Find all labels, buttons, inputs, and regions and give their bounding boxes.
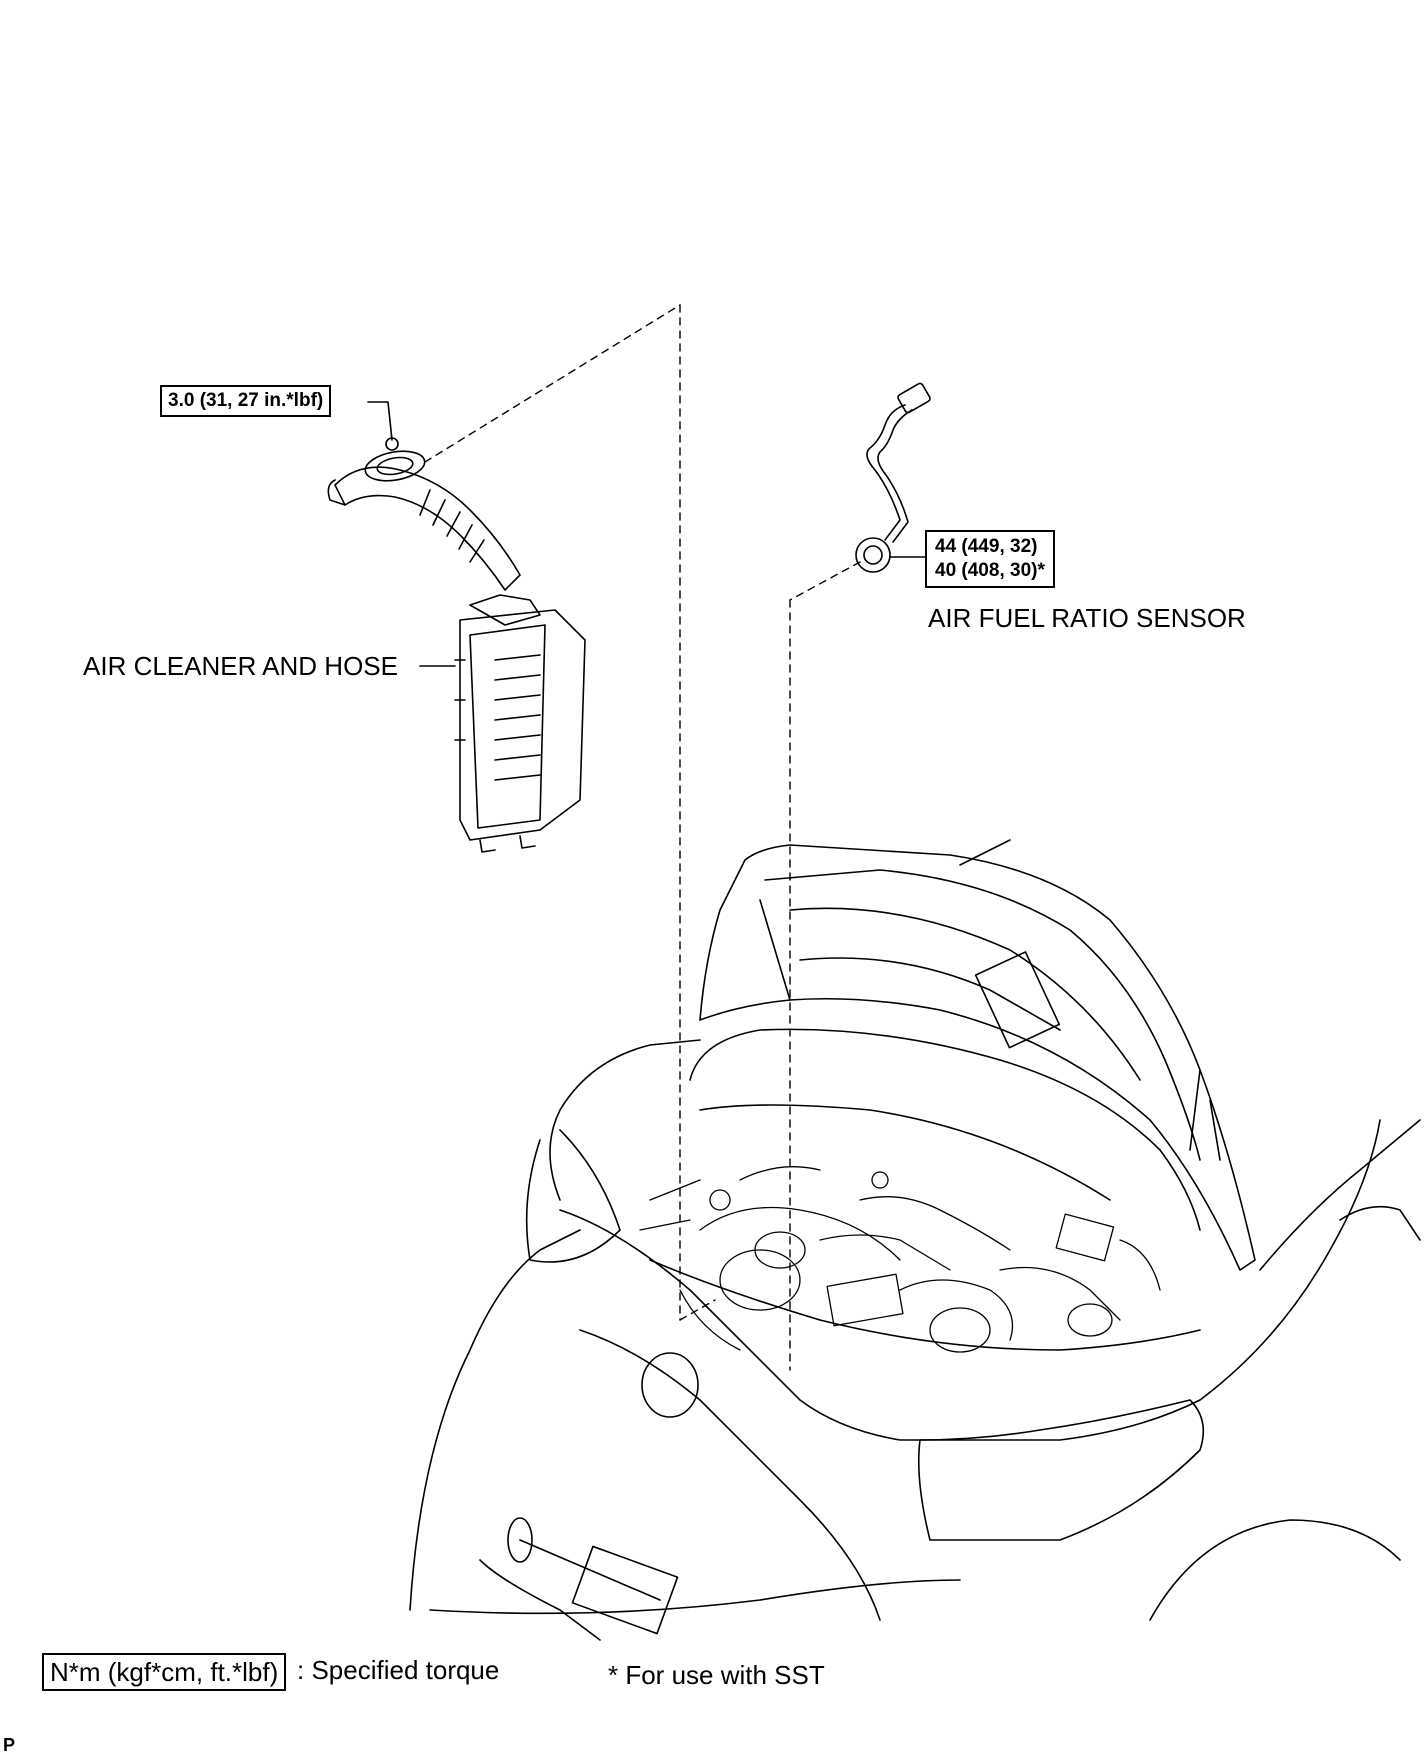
hood-label-plate (974, 951, 1061, 1049)
cowl-seal (699, 1104, 1111, 1201)
air-cleaner-inlet (469, 594, 541, 626)
right-body-line (1259, 1119, 1421, 1271)
sensor-torque-value-1: 44 (449, 32) (935, 536, 1038, 557)
hood-outline (699, 844, 1256, 1271)
leader-hose-torque (367, 401, 393, 441)
air-cleaner-lid (469, 624, 546, 829)
cowl-panel (689, 1028, 1201, 1231)
vehicle-illustration (409, 839, 1421, 1641)
air-cleaner-box (459, 609, 586, 841)
hood-prop-rod (1189, 1069, 1221, 1161)
torque-unit-text: N*m (kgf*cm, ft.*lbf) (50, 1657, 279, 1687)
hose-ribs (419, 489, 485, 563)
fog-lamp-left (507, 1517, 533, 1563)
sensor-connector (897, 382, 931, 414)
left-fog-lamp (641, 1352, 699, 1418)
right-wheel-arch (1149, 1519, 1401, 1621)
body-left-side (409, 1229, 581, 1611)
air-cleaner-label: AIR CLEANER AND HOSE (83, 651, 398, 682)
leader-hose-dashed (424, 304, 681, 463)
air-fuel-ratio-sensor-illustration (855, 382, 931, 573)
air-fuel-ratio-sensor-label: AIR FUEL RATIO SENSOR (928, 603, 1246, 634)
engine-bay-components (639, 1166, 1161, 1353)
torque-unit-legend-box: N*m (kgf*cm, ft.*lbf) (42, 1653, 287, 1691)
sensor-torque-callout: 44 (449, 32) 40 (408, 30)* (925, 530, 1055, 588)
torque-legend-description: : Specified torque (297, 1655, 500, 1685)
leader-throttle-body (679, 1299, 716, 1321)
lower-grille (479, 1539, 661, 1641)
engine-bay-lip (649, 1259, 1201, 1351)
air-cleaner-fins (494, 654, 541, 781)
air-cleaner-clips (454, 659, 466, 741)
leader-lines (424, 304, 861, 1371)
hood-prop-rod-2 (959, 839, 1011, 866)
license-plate-area (571, 1545, 679, 1635)
air-cleaner-feet (479, 835, 536, 853)
sst-note: * For use with SST (608, 1660, 825, 1690)
callout-leaders (367, 401, 926, 667)
sensor-body-inner (863, 545, 883, 565)
intake-hose (334, 466, 521, 591)
air-cleaner-illustration (327, 437, 586, 853)
front-fascia-edge (579, 1329, 881, 1621)
hose-torque-callout: 3.0 (31, 27 in.*lbf) (160, 385, 332, 417)
hood-inner-frame (759, 869, 1201, 1161)
sensor-body (855, 537, 891, 573)
corner-mark: P (3, 1735, 16, 1755)
hood-inner-rib (799, 957, 1061, 1031)
right-headlamp (917, 1399, 1205, 1541)
left-fender (549, 1039, 701, 1201)
sensor-wire-2 (877, 409, 913, 543)
left-headlamp (525, 1129, 621, 1263)
hood-inner-panel (789, 907, 1141, 1081)
hose-end-inner (376, 456, 414, 476)
front-fascia-top (559, 1209, 1201, 1441)
right-fender (1199, 1119, 1381, 1401)
leader-sensor-dashed (789, 561, 861, 601)
sensor-wire (866, 404, 906, 541)
hose-clamp-left (327, 479, 346, 506)
right-mirror (1339, 1205, 1421, 1241)
bumper-lower (429, 1579, 961, 1615)
hose-torque-value: 3.0 (31, 27 in.*lbf) (168, 390, 324, 411)
hose-end-fitting (364, 450, 426, 482)
sensor-torque-value-2: 40 (408, 30)* (935, 560, 1045, 581)
